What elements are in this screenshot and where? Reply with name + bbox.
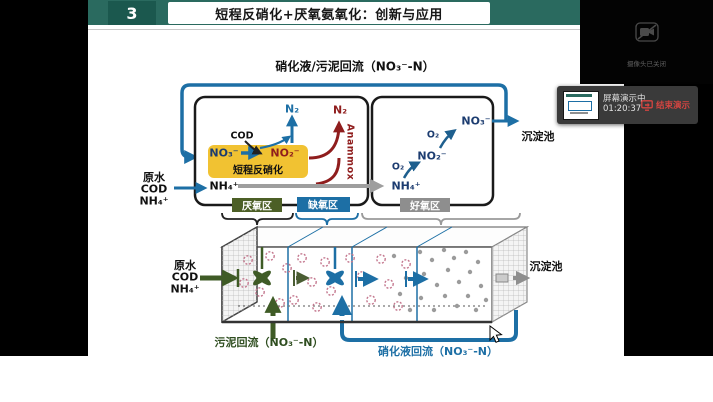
process-flow-diagram [174, 83, 531, 343]
screen-share-control-bar[interactable]: 屏幕演示中 01:20:37 结束演示 [557, 86, 698, 124]
n2-denit-label: N₂ [284, 102, 300, 116]
end-share-icon [641, 99, 653, 111]
anoxic-zone-tag [297, 197, 350, 212]
recycle-loop-line [180, 83, 508, 164]
upper-influent-line3: NH₄⁺ [139, 194, 169, 208]
n2-anammox-label: N₂ [332, 103, 348, 117]
anammox-n2-path [308, 120, 345, 160]
shared-slide: 3 短程反硝化+厌氧氨氧化：创新与应用 [88, 0, 624, 358]
aerobic-zone-label: 好氧区 [410, 201, 440, 213]
share-preview-thumbnail [563, 91, 599, 120]
aerobic-o2-label-1: O₂ [391, 161, 405, 173]
aerobic-zone-tag [400, 198, 450, 212]
anoxic-zone-label: 缺氧区 [308, 200, 338, 212]
camera-video-tile: 摄像头已关闭 [580, 0, 713, 84]
aerobic-no3-label: NO₃⁻ [461, 114, 491, 128]
mixer-anoxic [326, 247, 344, 286]
tank-top-face [219, 226, 530, 248]
partial-denitrification-box [208, 145, 308, 178]
aerobic-no2-label: NO₂⁻ [417, 149, 447, 163]
cod-arrow [244, 140, 263, 155]
lower-influent-line2: COD [171, 270, 199, 284]
nh4-to-no2-curve [402, 161, 422, 179]
anammox-nh4-branch [315, 157, 341, 186]
anoxic-brace [295, 212, 359, 226]
no2-label: NO₂⁻ [270, 146, 300, 160]
aerobic-flocs [391, 247, 489, 313]
outlet-port [495, 273, 509, 283]
cod-label: COD [230, 130, 254, 142]
no2-to-no3-curve [438, 128, 457, 149]
lower-clarifier-label: 沉淀池 [529, 260, 563, 273]
upper-clarifier-label: 沉淀池 [521, 130, 555, 143]
anammox-label: Anammox [344, 123, 356, 181]
nitrate-return-label: 硝化液回流（NO₃⁻-N） [378, 345, 498, 358]
partial-denitrification-label: 短程反硝化 [233, 165, 283, 177]
end-share-label: 结束演示 [656, 100, 691, 110]
nh4-label: NH₄⁺ [209, 179, 239, 193]
thumbnail-diagram-stripe [568, 101, 592, 111]
slide-title: 短程反硝化+厌氧氨氧化：创新与应用 [168, 2, 490, 24]
share-status-text: 屏幕演示中 [603, 94, 646, 104]
share-timer-text: 01:20:37 [603, 104, 642, 114]
anaerobic-zone-label: 厌氧区 [242, 201, 272, 213]
slide-number-badge: 3 [108, 1, 156, 25]
camera-off-icon [635, 22, 659, 42]
anaerobic-zone-tag [232, 198, 282, 212]
aerobic-nh4-label: NH₄⁺ [391, 179, 421, 193]
tank-internal-walls [287, 226, 453, 322]
aerobic-brace [361, 212, 521, 226]
mouse-cursor [489, 325, 503, 343]
tank-outlet-wall-mesh [492, 227, 527, 322]
slide-title-bar: 3 短程反硝化+厌氧氨氧化：创新与应用 [88, 0, 624, 25]
camera-off-label: 摄像头已关闭 [627, 60, 666, 68]
mixer-anaerobic [253, 247, 271, 286]
nitrate-return-pipe [340, 310, 518, 342]
sludge-return-label: 污泥回流（NO₃⁻-N） [214, 336, 324, 349]
thumbnail-footer-stripe [570, 112, 588, 114]
no3-label: NO₃⁻ [209, 146, 239, 160]
upper-influent-line2: COD [140, 182, 168, 196]
recycle-top-label: 硝化液/污泥回流（NO₃⁻-N） [275, 59, 435, 74]
upper-influent-line1: 原水 [143, 171, 165, 184]
lower-influent-line1: 原水 [174, 259, 196, 272]
thumbnail-title-stripe [566, 94, 592, 97]
anaerobic-brace [221, 212, 294, 226]
end-share-button[interactable]: 结束演示 [641, 95, 695, 115]
title-divider [88, 29, 624, 30]
aerobic-o2-label-2: O₂ [426, 129, 440, 141]
tank-inlet-wall-mesh [222, 227, 257, 322]
lower-influent-line3: NH₄⁺ [170, 282, 200, 296]
denit-n2-curve [259, 135, 292, 150]
